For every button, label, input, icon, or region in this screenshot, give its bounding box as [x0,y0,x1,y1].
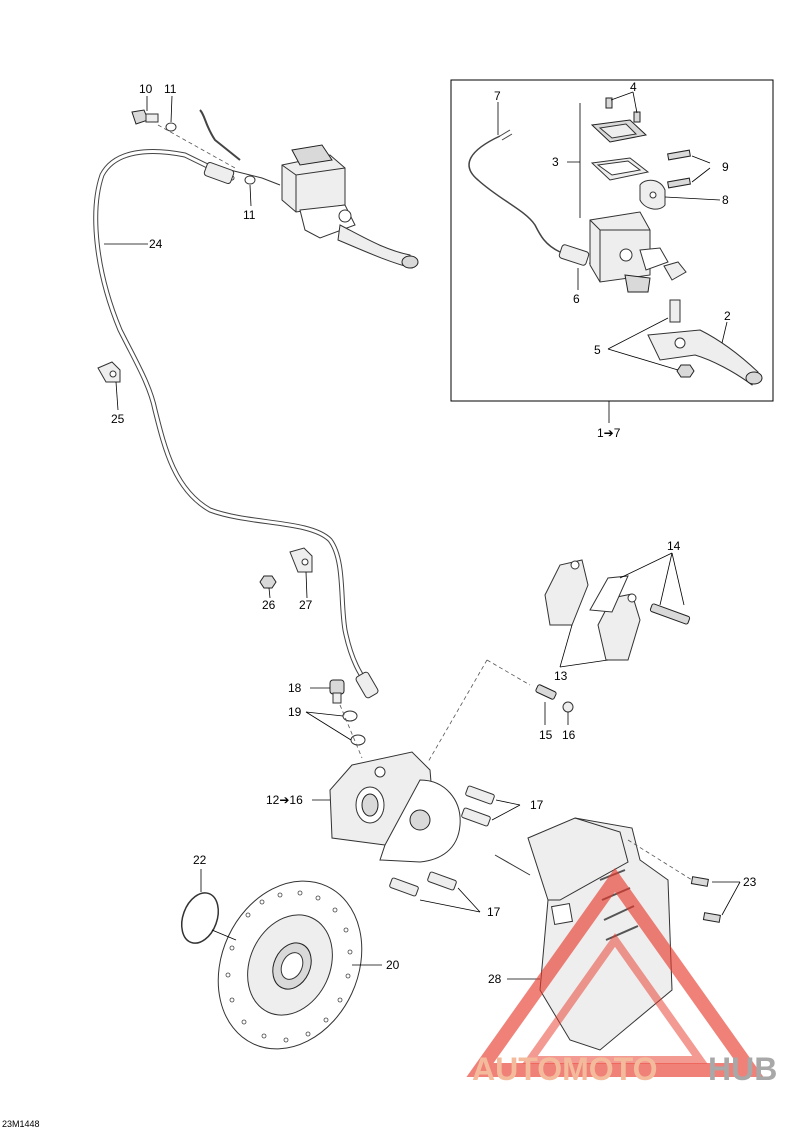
master-cylinder-assembly [229,144,419,269]
callout-22: 22 [193,853,207,867]
part-19-washer-lower [350,734,366,746]
part-22-o-ring [180,892,220,944]
brake-caliper-assembly [329,751,461,863]
callout-8: 8 [722,193,729,207]
callout-17: 17 [487,905,501,919]
callout-6: 6 [573,292,580,306]
watermark-text-part2: HUB [708,1051,777,1087]
boot [663,261,687,281]
callout-15: 15 [539,728,553,742]
part-15-bleeder-screw [535,684,557,700]
part-9-bolts [667,149,691,189]
callout-14: 14 [667,539,681,553]
part-3-master-cylinder [589,211,669,293]
callout-16: 16 [562,728,576,742]
callout-23: 23 [743,875,757,889]
callout-28: 28 [488,972,502,986]
callout-9: 9 [722,160,729,174]
part-11-washer-upper [165,122,177,132]
part-25-hose-clip [97,361,121,383]
part-18-banjo-bolt [329,679,345,704]
callout-4: 4 [630,80,637,94]
handlebar-tube [199,109,241,161]
part-11-washer-lower [244,175,256,185]
callout-17: 17 [530,798,544,812]
callout-5: 5 [594,343,601,357]
callout-27: 27 [299,598,313,612]
part-5-pivot-hardware [669,299,695,378]
automotohub-watermark: AUTOMOTO HUB [466,867,777,1087]
part-28-heat-shield [494,817,673,1051]
callout-2: 2 [724,309,731,323]
callout-13: 13 [554,669,568,683]
watermark-text-part1: AUTOMOTO [472,1051,657,1087]
part-19-washer-upper [342,710,358,722]
callout-7: 7 [494,89,501,103]
part-8-clamp [639,179,666,210]
part-24-brake-hose [93,149,379,699]
callout-20: 20 [386,958,400,972]
part-10-banjo-bolt [131,109,159,125]
callout-1-to-7: 1➔7 [597,426,621,440]
callout-10: 10 [139,82,153,96]
callout-24: 24 [149,237,163,251]
callout-25: 25 [111,412,125,426]
part-7-wire [468,129,561,253]
callout-11: 11 [164,82,177,96]
part-14-pad-pin-spring [589,575,691,625]
part-26-nut [259,575,277,589]
callout-12-to-16: 12➔16 [266,793,303,807]
diagram-reference-code: 23M1448 [2,1119,40,1129]
part-17-bolts [389,785,495,897]
part-2-brake-lever [647,329,763,386]
part-20-brake-disc [217,880,363,1050]
callout-3: 3 [552,155,559,169]
part-27-hose-clip [289,547,313,573]
inset-frame [450,79,774,402]
callout-19: 19 [288,705,302,719]
callout-18: 18 [288,681,302,695]
callout-11: 11 [243,208,256,222]
callout-26: 26 [262,598,276,612]
part-16-bleeder-cap [562,701,574,713]
part-23-screws [690,876,721,923]
part-3-reservoir-cap [590,119,650,181]
